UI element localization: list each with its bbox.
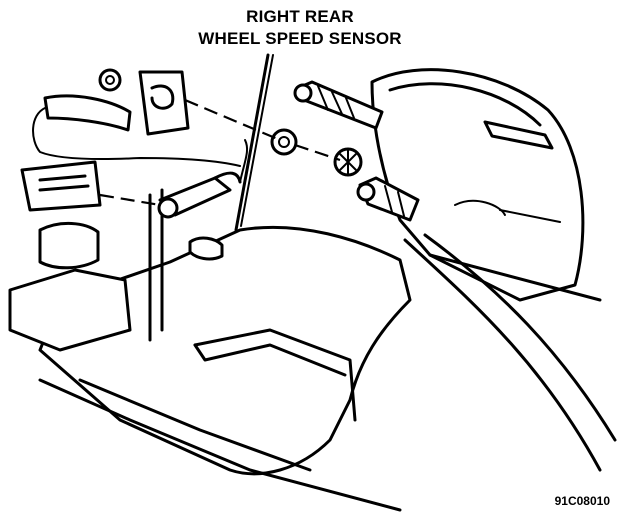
lower-housing — [38, 225, 412, 512]
mounting-bracket — [8, 160, 164, 352]
brake-drum — [370, 68, 585, 302]
figure-id: 91C08010 — [554, 494, 610, 508]
sensor-callout-label: RIGHT REAR WHEEL SPEED SENSOR — [150, 6, 450, 50]
sensor-harness — [32, 68, 241, 167]
sensor-washer-right — [333, 147, 363, 177]
sensor-washer-left — [270, 128, 298, 156]
axle-housing — [403, 233, 617, 472]
exploded-view-lines — [99, 98, 341, 207]
callout-line-2: WHEEL SPEED SENSOR — [198, 29, 402, 48]
sensor-bolt-lower — [356, 176, 420, 222]
sensor-bolt-upper — [293, 80, 384, 130]
harness-clip — [138, 70, 190, 136]
callout-line-1: RIGHT REAR — [246, 7, 354, 26]
callout-leader-line — [234, 53, 274, 232]
wheel-speed-sensor — [157, 139, 249, 261]
